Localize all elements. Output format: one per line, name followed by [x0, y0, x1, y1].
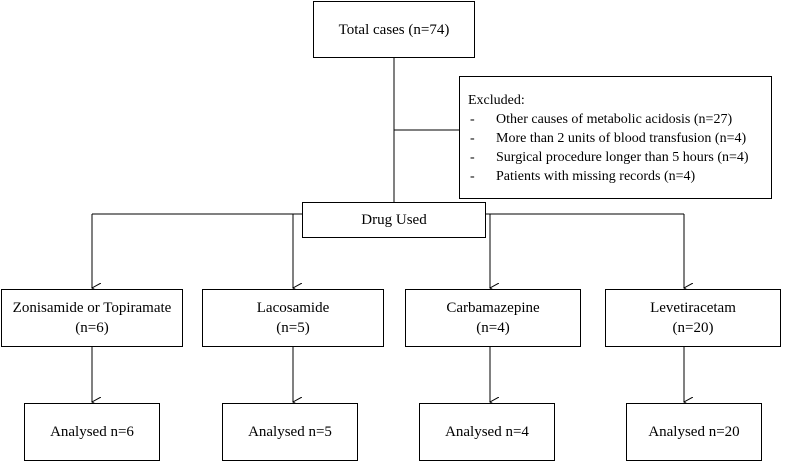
excluded-item: - Patients with missing records (n=4): [468, 167, 771, 186]
drug-used-box: Drug Used: [302, 202, 486, 238]
excluded-item: - Other causes of metabolic acidosis (n=…: [468, 110, 771, 129]
analysed-box-3: Analysed n=4: [419, 403, 555, 461]
total-cases-box: Total cases (n=74): [313, 1, 475, 58]
bullet-dash: -: [470, 112, 475, 127]
analysed-label: Analysed n=20: [648, 424, 740, 440]
bullet-dash: -: [470, 131, 475, 146]
excluded-item-text: More than 2 units of blood transfusion (…: [496, 131, 747, 146]
drug-used-label: Drug Used: [361, 212, 427, 228]
excluded-item-text: Patients with missing records (n=4): [496, 169, 696, 184]
group-box-levetiracetam: Levetiracetam (n=20): [605, 289, 781, 347]
excluded-item-text: Other causes of metabolic acidosis (n=27…: [496, 112, 733, 127]
analysed-box-2: Analysed n=5: [222, 403, 358, 461]
excluded-title: Excluded:: [468, 93, 525, 108]
group-count: (n=5): [276, 320, 310, 336]
group-name: Carbamazepine: [446, 300, 540, 316]
group-count: (n=6): [75, 320, 109, 336]
excluded-item: - More than 2 units of blood transfusion…: [468, 129, 771, 148]
group-name: Levetiracetam: [650, 300, 736, 316]
group-name: Lacosamide: [256, 300, 330, 316]
bullet-dash: -: [470, 150, 475, 165]
bullet-dash: -: [470, 169, 475, 184]
analysed-box-1: Analysed n=6: [24, 403, 160, 461]
excluded-item-text: Surgical procedure longer than 5 hours (…: [496, 150, 749, 165]
analysed-label: Analysed n=4: [445, 424, 529, 440]
group-box-carbamazepine: Carbamazepine (n=4): [405, 289, 581, 347]
excluded-box: Excluded: - Other causes of metabolic ac…: [459, 76, 772, 199]
excluded-list: - Other causes of metabolic acidosis (n=…: [468, 110, 771, 186]
group-count: (n=4): [476, 320, 510, 336]
analysed-label: Analysed n=6: [50, 424, 134, 440]
analysed-label: Analysed n=5: [248, 424, 332, 440]
analysed-box-4: Analysed n=20: [626, 403, 762, 461]
group-count: (n=20): [672, 320, 714, 336]
group-box-lacosamide: Lacosamide (n=5): [202, 289, 384, 347]
total-cases-label: Total cases (n=74): [338, 21, 450, 38]
group-box-zonisamide-topiramate: Zonisamide or Topiramate (n=6): [1, 289, 183, 347]
group-name: Zonisamide or Topiramate: [12, 300, 172, 316]
excluded-item: - Surgical procedure longer than 5 hours…: [468, 148, 771, 167]
